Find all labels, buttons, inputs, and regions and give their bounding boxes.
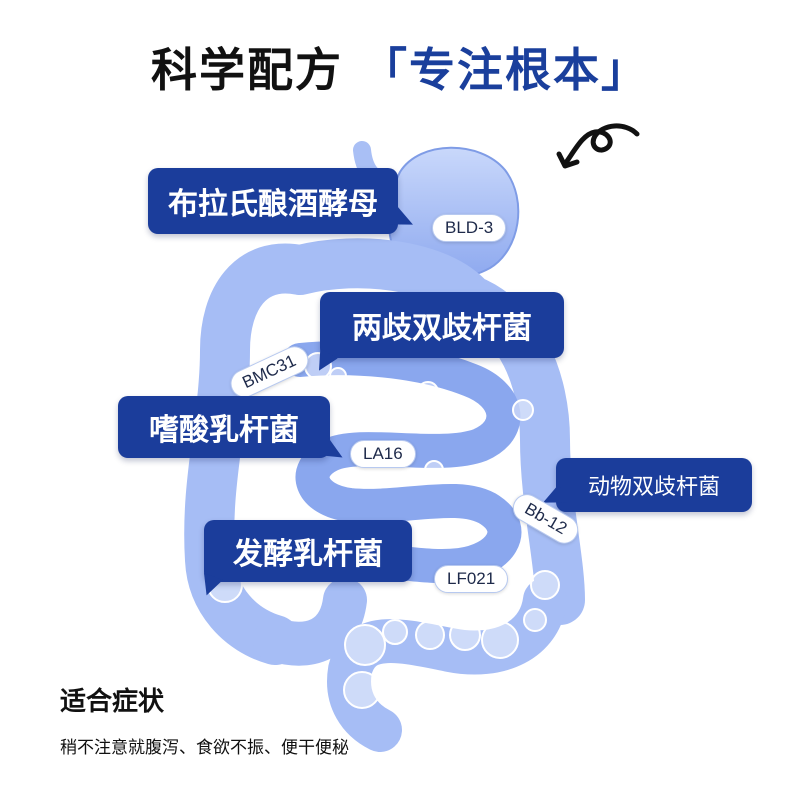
strain-callout-fermentum: 发酵乳杆菌 [197,520,412,599]
strain-code-tag: LF021 [434,565,509,593]
rectum [253,578,567,752]
strain-callout-bifidum: 两歧双歧杆菌 [310,292,564,376]
strain-callout-acidophilus: 嗜酸乳杆菌 [118,396,348,467]
strain-callout-animalis: 动物双歧杆菌 [538,458,752,512]
curly-arrow-icon [556,123,640,169]
gut-bubbles [207,352,560,709]
title-accent: 「专注根本」 [361,43,649,97]
symptoms-text: 稍不注意就腹泻、食欲不振、便干便秘 [60,738,349,758]
strain-name-label: 动物双歧杆菌 [587,475,720,500]
strain-name-label: 嗜酸乳杆菌 [149,413,299,448]
strain-code-tag: BLD-3 [432,214,507,242]
strain-callout-saccharomyces: 布拉氏酿酒酵母 [148,168,418,234]
title-main: 科学配方 [150,43,343,97]
strain-name-label: 发酵乳杆菌 [233,537,383,572]
stomach [387,146,520,279]
small-intestine [283,341,522,584]
strain-name-label: 两歧双歧杆菌 [352,311,532,346]
page-title: 科学配方 「专注根本」 [0,38,800,102]
strain-name-label: 布拉氏酿酒酵母 [168,187,378,222]
symptoms-heading: 适合症状 [60,687,165,717]
strain-code-tag: LA16 [350,440,416,468]
